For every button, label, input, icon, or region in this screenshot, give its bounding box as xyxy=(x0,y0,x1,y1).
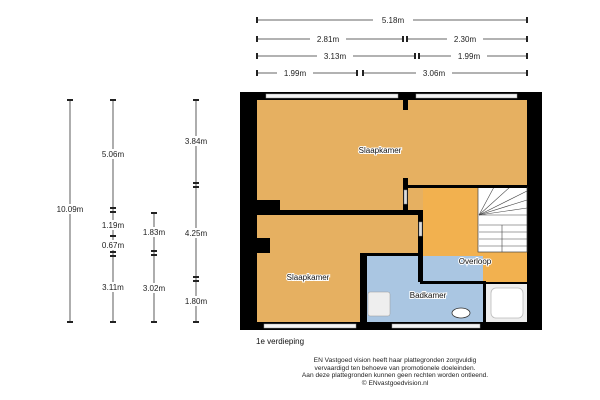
dim-label: 2.30m xyxy=(454,35,477,44)
disclaimer-line: vervaardigd ten behoeve van promotionele… xyxy=(314,364,476,372)
horizontal-dimensions: 5.18m 2.81m 2.30m 3.13m 1.99m 1.99m 3.06… xyxy=(256,15,528,78)
dim-label: 1.80m xyxy=(185,297,208,306)
toilet xyxy=(451,307,471,319)
dim-label: 2.81m xyxy=(317,35,340,44)
dim-label: 1.99m xyxy=(284,69,307,78)
disclaimer: EN Vastgoed vision heeft haar plattegron… xyxy=(230,357,560,387)
room-label: Overloop xyxy=(459,257,492,266)
door xyxy=(403,189,408,205)
disclaimer-line: EN Vastgoed vision heeft haar plattegron… xyxy=(313,357,477,364)
dim-label: 5.06m xyxy=(102,150,125,159)
room-label: Slaapkamer xyxy=(287,273,330,282)
room-label: Badkamer xyxy=(410,291,447,300)
dim-label: 10.09m xyxy=(57,205,84,214)
dim-label: 1.83m xyxy=(143,228,166,237)
windows xyxy=(263,93,518,329)
disclaimer-line: © ENvastgoedvision.nl xyxy=(361,379,429,387)
dim-label: 3.06m xyxy=(423,69,446,78)
dim-label: 1.19m xyxy=(102,221,125,230)
room-label: Slaapkamer xyxy=(359,146,402,155)
floor-label: 1e verdieping xyxy=(256,337,305,346)
door xyxy=(418,221,423,237)
rooms: Slaapkamer Slaapkamer Overloop Badkamer xyxy=(240,92,542,330)
dim-label: 3.13m xyxy=(324,52,347,61)
dim-label: 3.02m xyxy=(143,284,166,293)
dim-label: 0.67m xyxy=(102,241,125,250)
dim-label: 3.84m xyxy=(185,137,208,146)
dim-label: 5.18m xyxy=(382,16,405,25)
dim-label: 1.99m xyxy=(458,52,481,61)
disclaimer-line: Aan deze plattegronden kunnen geen recht… xyxy=(301,372,489,380)
dim-label: 3.11m xyxy=(102,283,124,292)
staircase xyxy=(477,186,528,253)
sink xyxy=(367,291,391,317)
dim-label: 4.25m xyxy=(185,229,208,238)
vertical-dimensions: 10.09m 5.06m 1.19m 0.67m 3.11m 1.83m 3.0… xyxy=(52,99,213,323)
